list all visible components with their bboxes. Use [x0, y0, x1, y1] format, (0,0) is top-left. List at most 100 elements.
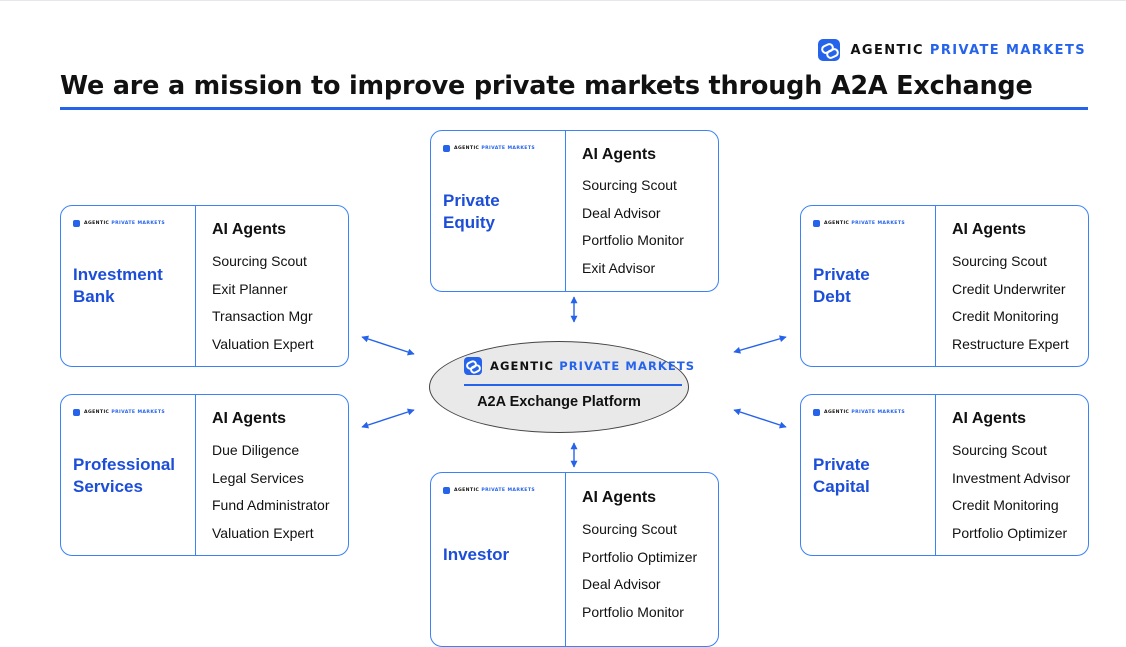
- card-brand-text: AGENTIC PRIVATE MARKETS: [84, 410, 165, 415]
- a2a-exchange-hub: AGENTIC PRIVATE MARKETS A2A Exchange Pla…: [429, 341, 694, 433]
- card-left-panel: AGENTIC PRIVATE MARKETS Private Capital: [801, 395, 936, 555]
- card-left-panel: AGENTIC PRIVATE MARKETS Professional Ser…: [61, 395, 196, 555]
- agent-item: Fund Administrator: [212, 497, 330, 513]
- card-investor: AGENTIC PRIVATE MARKETS Investor AI Agen…: [430, 472, 719, 647]
- agent-item: Legal Services: [212, 469, 304, 486]
- agent-item: Restructure Expert: [952, 335, 1069, 352]
- card-name: Professional Services: [73, 455, 176, 496]
- agent-item: Portfolio Optimizer: [582, 548, 698, 565]
- card-logo-icon: [443, 487, 450, 494]
- agents-list: Sourcing Scout Deal Advisor Portfolio Mo…: [582, 177, 684, 287]
- agent-item: Portfolio Monitor: [582, 603, 684, 620]
- hub-label: A2A Exchange Platform: [477, 394, 641, 410]
- arrow-private-capital-hub: [733, 408, 787, 429]
- agents-heading: AI Agents: [952, 221, 1027, 238]
- agent-item: Credit Monitoring: [952, 497, 1059, 513]
- card-investment-bank: AGENTIC PRIVATE MARKETS Investment Bank …: [60, 205, 349, 367]
- card-logo-icon: [73, 220, 80, 227]
- brand-header: AGENTIC PRIVATE MARKETS: [818, 39, 1086, 61]
- card-brand-mark: AGENTIC PRIVATE MARKETS: [73, 409, 165, 416]
- card-agents-panel: AI Agents Sourcing Scout Credit Underwri…: [935, 206, 1088, 366]
- agent-item: Deal Advisor: [582, 576, 661, 592]
- card-brand-text: AGENTIC PRIVATE MARKETS: [824, 410, 905, 415]
- card-logo-icon: [813, 409, 820, 416]
- card-brand-blue: PRIVATE MARKETS: [481, 146, 536, 151]
- card-agents-panel: AI Agents Sourcing Scout Deal Advisor Po…: [565, 131, 718, 291]
- agent-item: Transaction Mgr: [212, 308, 313, 324]
- agents-heading: AI Agents: [212, 221, 287, 238]
- card-logo-icon: [813, 220, 820, 227]
- card-brand-text: AGENTIC PRIVATE MARKETS: [454, 146, 535, 151]
- agent-item: Due Diligence: [212, 442, 300, 458]
- card-name: Private Equity: [443, 191, 500, 232]
- agents-list: Sourcing Scout Investment Advisor Credit…: [952, 442, 1070, 552]
- card-brand-text: AGENTIC PRIVATE MARKETS: [454, 488, 535, 493]
- agent-item: Exit Planner: [212, 280, 288, 297]
- agent-item: Valuation Expert: [212, 335, 314, 352]
- hub-logo-icon: [464, 357, 483, 375]
- agent-item: Sourcing Scout: [952, 253, 1047, 269]
- card-agents-panel: AI Agents Sourcing Scout Investment Advi…: [935, 395, 1088, 555]
- card-left-panel: AGENTIC PRIVATE MARKETS Private Equity: [431, 131, 566, 291]
- card-brand-dark: AGENTIC: [454, 146, 480, 151]
- agent-item: Sourcing Scout: [952, 442, 1047, 458]
- card-brand-blue: PRIVATE MARKETS: [481, 488, 536, 493]
- agents-heading: AI Agents: [212, 410, 287, 427]
- card-brand-text: AGENTIC PRIVATE MARKETS: [84, 221, 165, 226]
- card-left-panel: AGENTIC PRIVATE MARKETS Investment Bank: [61, 206, 196, 366]
- brand-name-dark: AGENTIC: [850, 42, 924, 58]
- card-brand-dark: AGENTIC: [84, 410, 110, 415]
- agents-list: Sourcing Scout Exit Planner Transaction …: [212, 253, 314, 363]
- hub-wordmark: AGENTIC PRIVATE MARKETS: [490, 359, 695, 373]
- card-name: Private Debt: [813, 265, 870, 306]
- agent-item: Exit Advisor: [582, 259, 656, 276]
- card-brand-dark: AGENTIC: [824, 221, 850, 226]
- card-logo-icon: [73, 409, 80, 416]
- card-brand-dark: AGENTIC: [824, 410, 850, 415]
- agent-item: Credit Monitoring: [952, 308, 1059, 324]
- agent-item: Valuation Expert: [212, 524, 314, 541]
- agent-item: Sourcing Scout: [582, 177, 677, 193]
- card-brand-blue: PRIVATE MARKETS: [851, 221, 906, 226]
- card-agents-panel: AI Agents Due Diligence Legal Services F…: [195, 395, 348, 555]
- brand-wordmark: AGENTIC PRIVATE MARKETS: [850, 43, 1086, 58]
- card-private-debt: AGENTIC PRIVATE MARKETS Private Debt AI …: [800, 205, 1089, 367]
- agents-list: Sourcing Scout Credit Underwriter Credit…: [952, 253, 1069, 363]
- hub-brand: AGENTIC PRIVATE MARKETS: [464, 357, 695, 375]
- agent-item: Investment Advisor: [952, 469, 1071, 486]
- card-brand-mark: AGENTIC PRIVATE MARKETS: [813, 409, 905, 416]
- arrow-private-debt-hub: [733, 335, 787, 354]
- card-name: Private Capital: [813, 455, 870, 496]
- card-brand-mark: AGENTIC PRIVATE MARKETS: [443, 487, 535, 494]
- agents-list: Due Diligence Legal Services Fund Admini…: [212, 442, 330, 552]
- agent-item: Deal Advisor: [582, 204, 661, 221]
- card-private-equity: AGENTIC PRIVATE MARKETS Private Equity A…: [430, 130, 719, 292]
- card-brand-blue: PRIVATE MARKETS: [111, 410, 166, 415]
- card-professional-services: AGENTIC PRIVATE MARKETS Professional Ser…: [60, 394, 349, 556]
- card-agents-panel: AI Agents Sourcing Scout Exit Planner Tr…: [195, 206, 348, 366]
- card-left-panel: AGENTIC PRIVATE MARKETS Investor: [431, 473, 566, 646]
- card-brand-mark: AGENTIC PRIVATE MARKETS: [443, 145, 535, 152]
- card-private-capital: AGENTIC PRIVATE MARKETS Private Capital …: [800, 394, 1089, 556]
- arrow-professional-services-hub: [361, 408, 415, 429]
- brand-name-blue: PRIVATE MARKETS: [929, 42, 1086, 58]
- card-brand-text: AGENTIC PRIVATE MARKETS: [824, 221, 905, 226]
- agent-item: Sourcing Scout: [212, 253, 307, 269]
- hub-brand-dark: AGENTIC: [490, 359, 555, 373]
- card-name: Investment Bank: [73, 265, 163, 306]
- agent-item: Sourcing Scout: [582, 521, 677, 537]
- top-divider: [0, 0, 1126, 1]
- agents-heading: AI Agents: [952, 410, 1027, 427]
- card-agents-panel: AI Agents Sourcing Scout Portfolio Optim…: [565, 473, 718, 646]
- hub-divider: [464, 384, 682, 386]
- card-left-panel: AGENTIC PRIVATE MARKETS Private Debt: [801, 206, 936, 366]
- card-brand-blue: PRIVATE MARKETS: [111, 221, 166, 226]
- arrow-investment-bank-hub: [361, 335, 415, 356]
- card-brand-dark: AGENTIC: [84, 221, 110, 226]
- agent-item: Credit Underwriter: [952, 280, 1066, 297]
- agents-heading: AI Agents: [582, 489, 657, 506]
- card-logo-icon: [443, 145, 450, 152]
- card-brand-mark: AGENTIC PRIVATE MARKETS: [813, 220, 905, 227]
- agents-heading: AI Agents: [582, 146, 657, 163]
